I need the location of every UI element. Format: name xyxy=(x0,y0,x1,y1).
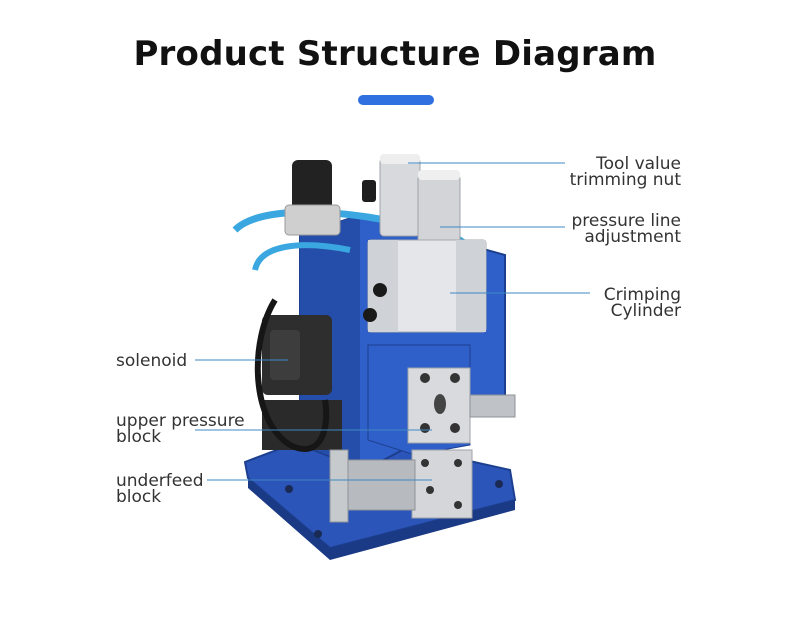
underfeed-base xyxy=(339,459,416,511)
block-screw xyxy=(450,423,460,433)
block-screw xyxy=(426,486,434,494)
base-bolt-hole xyxy=(495,480,503,488)
block-screw xyxy=(450,373,460,383)
air-fitting xyxy=(373,283,387,297)
pressure-adjustment-knob-top xyxy=(418,170,460,180)
block-slot xyxy=(434,394,446,414)
air-fitting xyxy=(363,308,377,322)
label-upper-pressure-block: upper pressure block xyxy=(116,411,245,447)
block-screw xyxy=(420,373,430,383)
guide-rail xyxy=(469,394,516,418)
label-underfeed-block: underfeed block xyxy=(116,471,204,507)
regulator-body xyxy=(284,204,341,236)
pressure-regulator xyxy=(292,160,332,210)
page-title: Product Structure Diagram xyxy=(133,34,657,74)
left-guide-bar xyxy=(329,449,349,523)
block-screw xyxy=(421,459,429,467)
block-screw xyxy=(454,459,462,467)
air-hose xyxy=(252,242,351,271)
cylinder-cap xyxy=(456,240,486,332)
block-screw xyxy=(454,501,462,509)
base-plate-edge xyxy=(248,478,515,560)
solenoid-coil xyxy=(270,330,300,380)
trimming-nut-top xyxy=(380,154,420,164)
base-bolt-hole xyxy=(285,485,293,493)
title-accent-bar xyxy=(358,95,434,105)
label-crimping-cylinder: Crimping Cylinder xyxy=(603,285,681,321)
label-tool-value-trimming-nut: Tool value trimming nut xyxy=(569,154,681,190)
label-solenoid: solenoid xyxy=(116,351,188,371)
black-cable xyxy=(254,298,330,452)
label-pressure-line-adjustment: pressure line adjustment xyxy=(571,211,681,247)
base-bolt-hole xyxy=(314,530,322,538)
regulator-knob xyxy=(362,180,376,202)
